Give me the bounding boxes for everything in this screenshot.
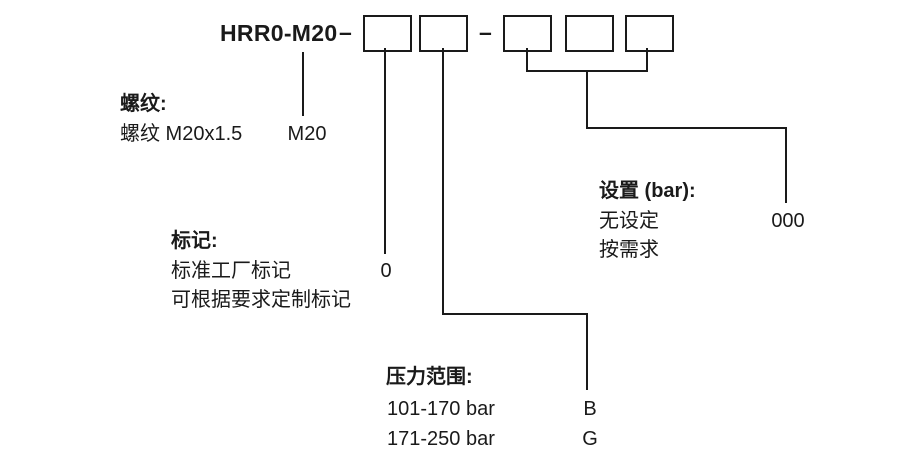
code-box-pressure-range: [419, 15, 468, 52]
thread-option-label: 螺纹 M20x1.5: [120, 123, 243, 145]
code-separator-2: –: [479, 19, 492, 45]
connector-setting-horizontal: [586, 127, 787, 129]
marking-option-code-1: 0: [380, 260, 392, 282]
pressure-option-label-2: 171-250 bar: [387, 428, 495, 450]
code-box-setting-digit-1: [503, 15, 552, 52]
thread-option-code: M20: [287, 123, 327, 145]
bracket-right-vertical: [646, 48, 648, 72]
connector-model-to-thread: [302, 52, 304, 116]
marking-option-label-1: 标准工厂标记: [171, 260, 291, 282]
setting-option-code-1: 000: [771, 210, 805, 232]
pressure-option-label-1: 101-170 bar: [387, 398, 495, 420]
setting-heading: 设置 (bar):: [599, 180, 696, 202]
connector-box1-to-marking: [384, 48, 386, 254]
setting-option-label-2: 按需求: [599, 239, 659, 261]
pressure-heading: 压力范围:: [386, 366, 473, 388]
connector-box2-vertical: [442, 48, 444, 315]
marking-heading: 标记:: [171, 230, 218, 252]
connector-box2-horizontal: [442, 313, 588, 315]
marking-option-label-2: 可根据要求定制标记: [171, 289, 351, 311]
bracket-left-vertical: [526, 48, 528, 72]
connector-box2-to-pressure: [586, 313, 588, 390]
model-code: HRR0-M20: [220, 20, 338, 46]
setting-option-label-1: 无设定: [599, 210, 659, 232]
code-box-setting-digit-2: [565, 15, 614, 52]
connector-setting-vertical: [785, 127, 787, 203]
code-box-marking: [363, 15, 412, 52]
pressure-option-code-1: B: [583, 398, 597, 420]
bracket-center-vertical: [586, 70, 588, 129]
code-separator-1: –: [339, 19, 352, 45]
pressure-option-code-2: G: [582, 428, 598, 450]
code-box-setting-digit-3: [625, 15, 674, 52]
thread-heading: 螺纹:: [120, 93, 167, 115]
